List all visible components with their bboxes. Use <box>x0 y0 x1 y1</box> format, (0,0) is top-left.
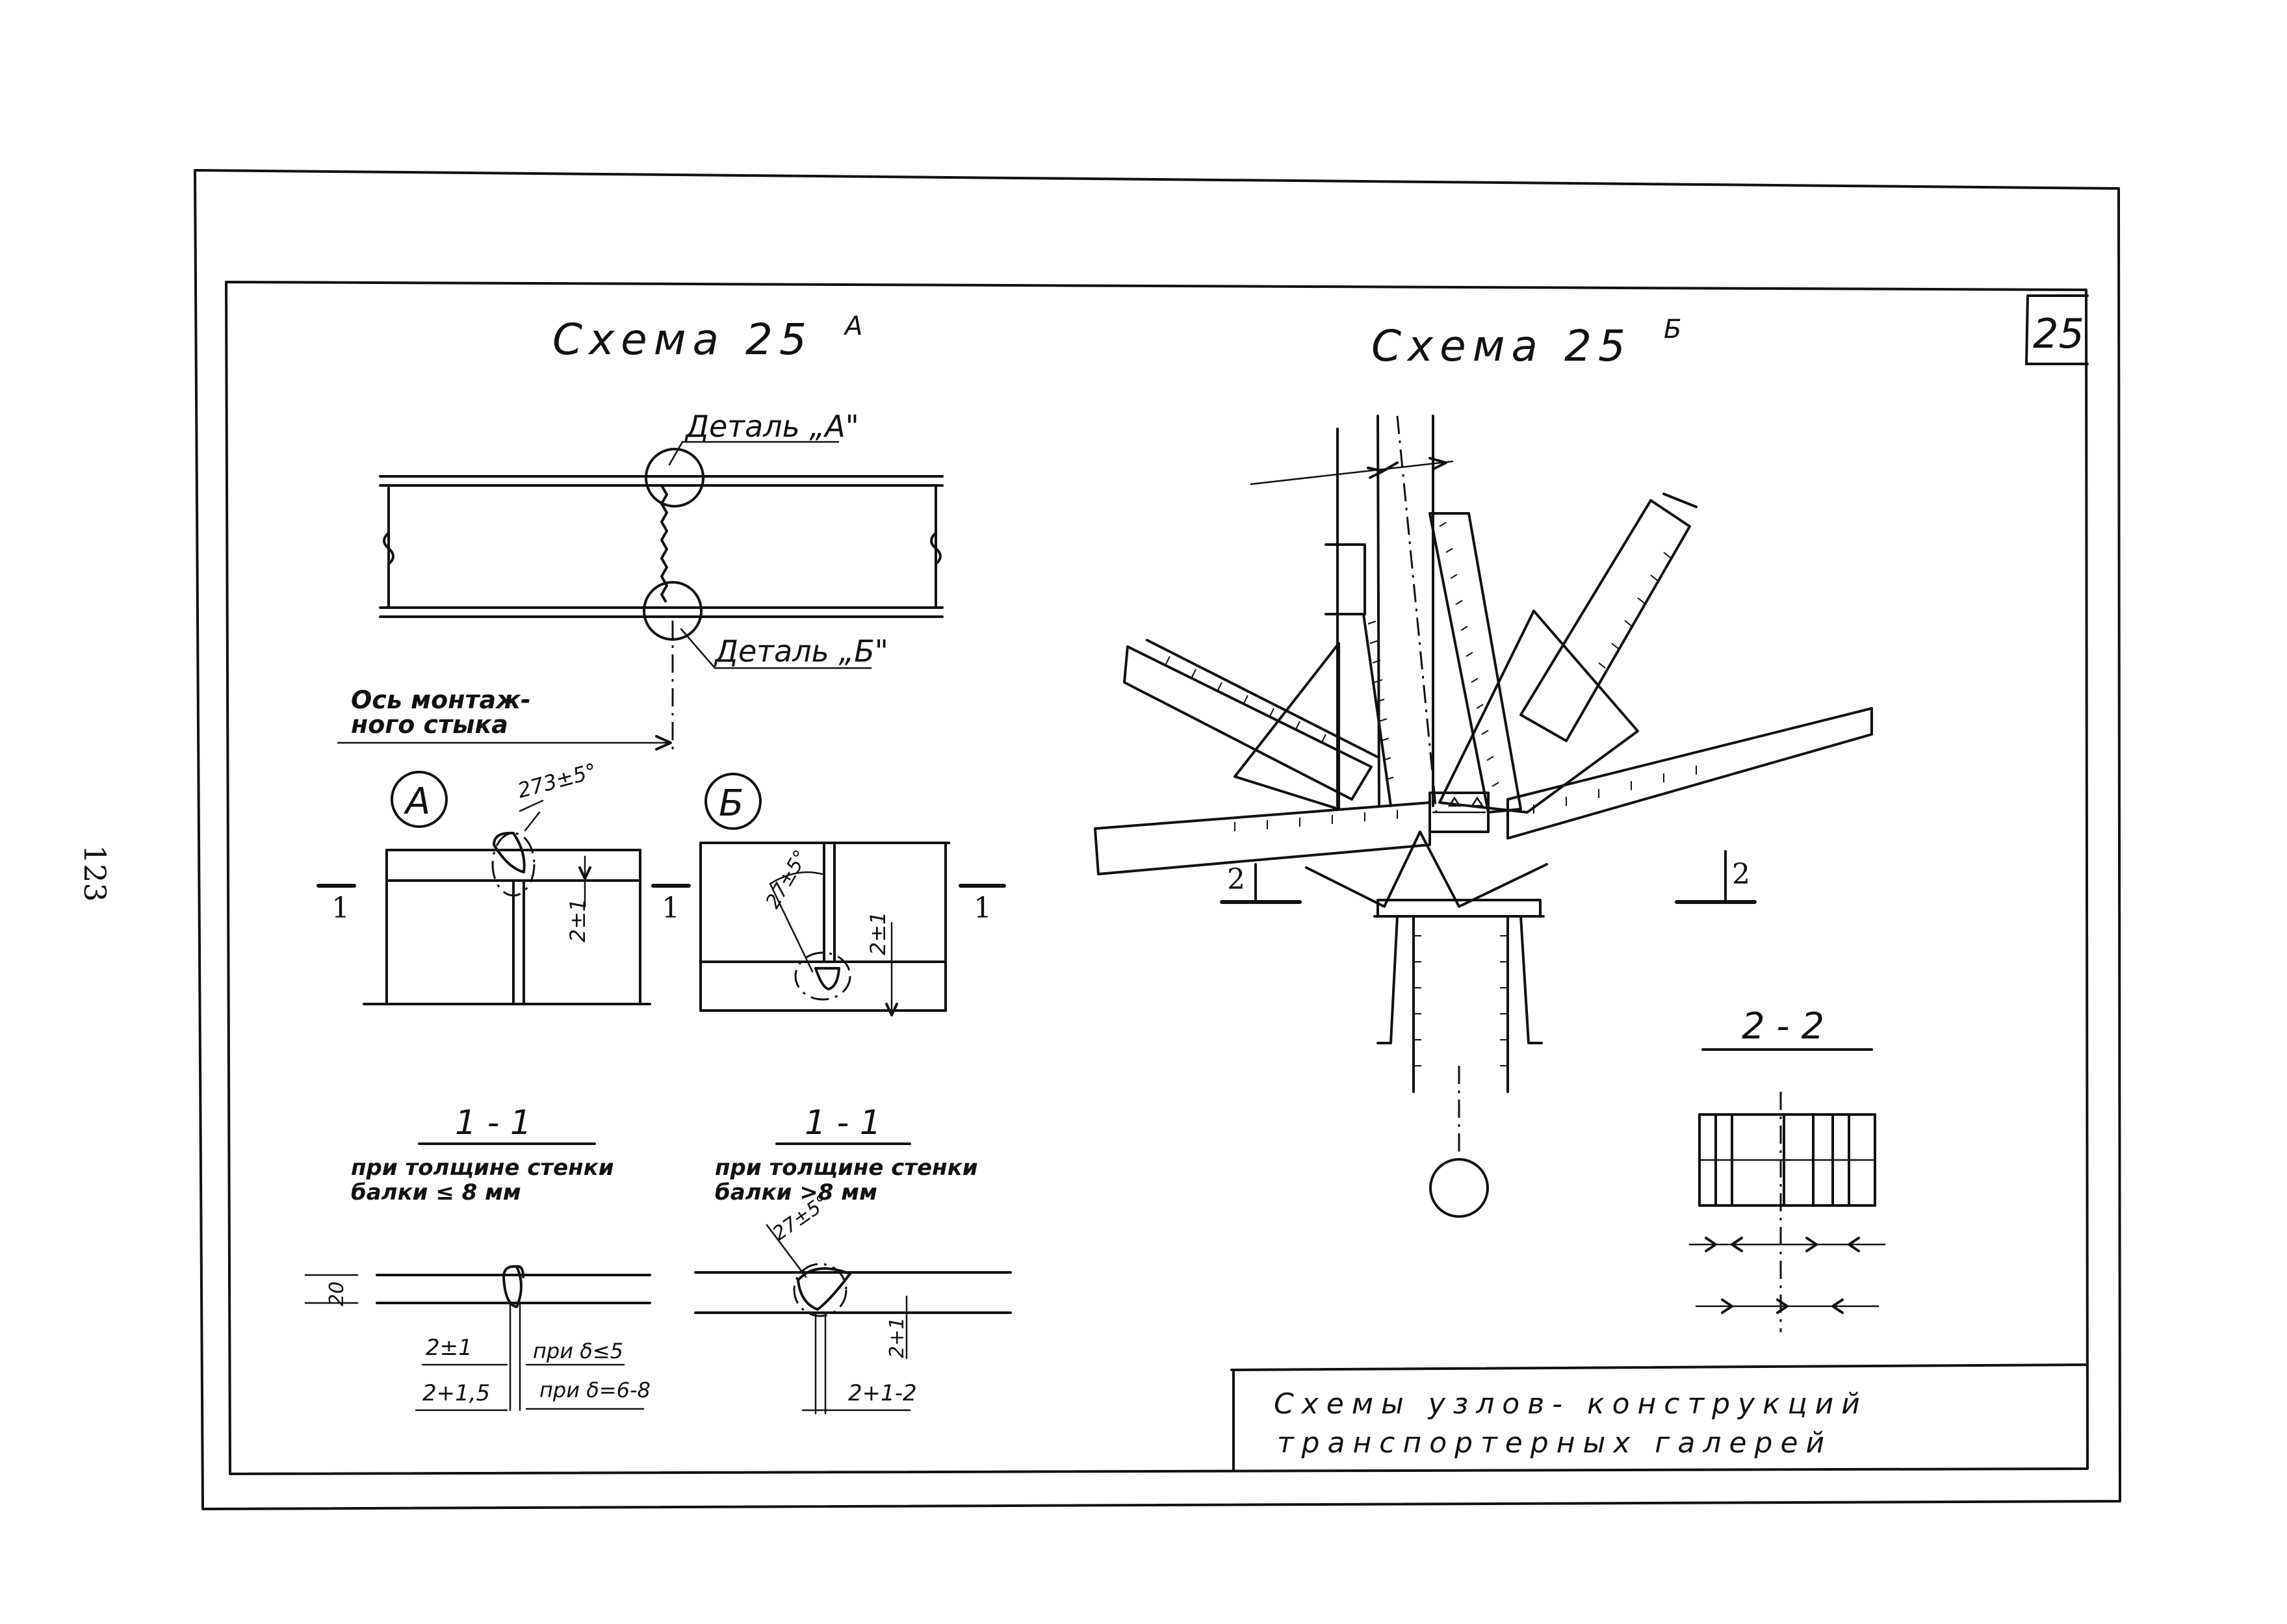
svg-text:2 - 2: 2 - 2 <box>1742 1005 1824 1048</box>
svg-text:2±1: 2±1 <box>565 898 590 942</box>
svg-text:2±1: 2±1 <box>426 1335 472 1361</box>
svg-text:1 - 1: 1 - 1 <box>805 1103 881 1142</box>
section-1-1-thin: 1 - 1 при толщине стенки балки ≤ 8 мм 20… <box>304 1103 651 1411</box>
svg-text:Б: Б <box>1664 315 1681 344</box>
svg-text:А: А <box>404 780 430 823</box>
svg-text:при δ≤5: при δ≤5 <box>533 1339 623 1363</box>
svg-text:при толщине стенки: при толщине стенки <box>351 1155 614 1181</box>
outer-frame <box>194 169 2121 1510</box>
svg-text:при δ=6-8: при δ=6-8 <box>539 1378 651 1402</box>
svg-text:Схема 25: Схема 25 <box>552 315 813 365</box>
title-block: Схемы узлов- конструкций транспортерных … <box>1230 1363 2089 1471</box>
title-line-2: транспортерных галерей <box>1277 1426 1832 1460</box>
scheme-25a-title: Схема 25 А <box>552 311 862 365</box>
detail-b-callout: Деталь „Б" <box>680 628 888 669</box>
beam-elevation <box>379 448 944 754</box>
svg-text:2: 2 <box>1227 863 1245 896</box>
svg-text:Б: Б <box>719 782 743 825</box>
svg-text:2+1-2: 2+1-2 <box>848 1380 917 1406</box>
section-1-1-thick: 1 - 1 при толщине стенки балки >8 мм 27±… <box>694 1103 1012 1415</box>
section-mark-2: 2 2 <box>1220 850 1757 904</box>
page-number: 123 <box>77 845 112 902</box>
sheet-number: 25 <box>2033 310 2084 357</box>
svg-text:273±5°: 273±5° <box>515 758 599 803</box>
svg-text:2±1: 2±1 <box>866 911 890 955</box>
scheme-25b-title: Схема 25 Б <box>1371 315 1681 371</box>
svg-text:Схема 25: Схема 25 <box>1371 321 1632 371</box>
detail-b-marker <box>704 773 762 830</box>
detail-b-circle <box>643 581 703 641</box>
detail-a-marker <box>391 771 448 828</box>
detail-a: А 1 1 273±5° 2±1 <box>317 758 691 1005</box>
detail-a-circle <box>645 448 704 508</box>
section-2-2: 2 - 2 <box>1688 1005 1886 1332</box>
svg-text:Деталь „А": Деталь „А" <box>684 409 859 444</box>
svg-text:Деталь „Б": Деталь „Б" <box>714 634 888 669</box>
svg-text:2: 2 <box>1732 858 1750 891</box>
svg-text:Ось монтаж-: Ось монтаж- <box>351 686 531 714</box>
detail-b: Б 27±5° 1 2±1 <box>699 773 1006 1016</box>
detail-a-callout: Деталь „А" <box>668 409 859 466</box>
svg-text:1: 1 <box>974 892 992 925</box>
truss-node <box>1094 415 1873 1218</box>
svg-text:2+1,5: 2+1,5 <box>422 1380 490 1406</box>
sheet-number-box: 25 <box>2025 294 2089 365</box>
inner-frame <box>225 281 2089 1475</box>
svg-text:балки >8 мм: балки >8 мм <box>715 1179 877 1205</box>
svg-text:при толщине стенки: при толщине стенки <box>715 1155 978 1181</box>
svg-text:2+1: 2+1 <box>886 1317 909 1358</box>
svg-text:1 - 1: 1 - 1 <box>455 1103 532 1142</box>
svg-text:20: 20 <box>326 1282 348 1306</box>
assembly-axis-callout: Ось монтаж- ного стыка <box>337 686 672 751</box>
axis-circle <box>1429 1158 1489 1218</box>
svg-text:балки ≤ 8 мм: балки ≤ 8 мм <box>351 1179 521 1205</box>
svg-text:27±5°: 27±5° <box>762 846 813 912</box>
title-line-1: Схемы узлов- конструкций <box>1274 1387 1868 1421</box>
svg-text:1: 1 <box>662 892 680 925</box>
svg-text:ного стыка: ного стыка <box>351 710 508 739</box>
svg-text:1: 1 <box>331 892 350 925</box>
svg-text:А: А <box>843 311 862 341</box>
